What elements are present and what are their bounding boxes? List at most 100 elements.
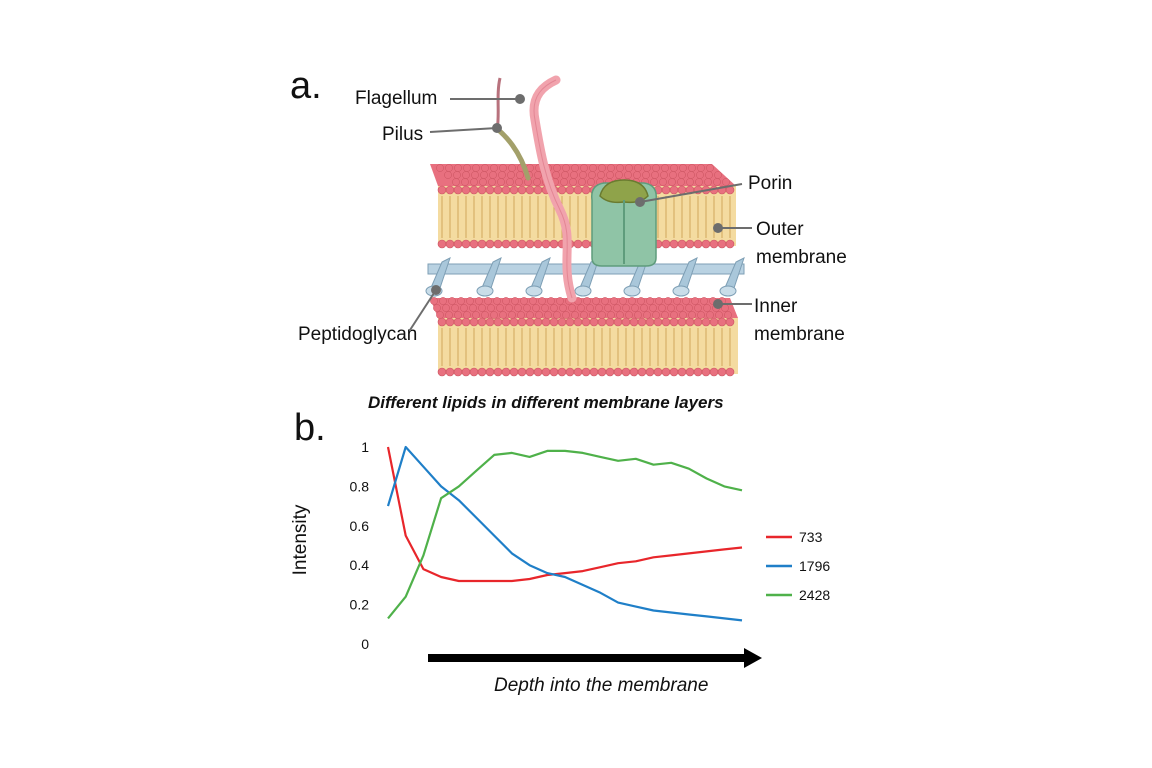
- lipid-head: [454, 311, 462, 319]
- lipid-head: [517, 185, 527, 195]
- lipid-head: [607, 164, 615, 172]
- lipid-head: [525, 367, 535, 377]
- outer-membrane: [430, 164, 736, 249]
- lipid-head: [685, 367, 695, 377]
- lipid-head: [463, 311, 471, 319]
- lipid-head: [637, 297, 645, 305]
- lipid-head: [685, 317, 695, 327]
- lipid-head: [453, 317, 463, 327]
- lipid-head: [488, 178, 496, 186]
- lipid-head: [629, 317, 639, 327]
- lipid-head: [652, 311, 660, 319]
- lipid-head: [433, 304, 441, 312]
- lipid-head: [509, 239, 519, 249]
- outer-membrane-label-line1: Outer: [756, 219, 804, 240]
- lipid-head: [625, 164, 633, 172]
- lipid-head: [493, 317, 503, 327]
- legend-label-733: 733: [799, 529, 823, 545]
- lipid-head: [515, 178, 523, 186]
- lipid-head: [667, 304, 675, 312]
- lipid-head: [475, 297, 483, 305]
- callouts: [409, 94, 752, 331]
- lipid-head: [436, 164, 444, 172]
- lipid-head: [581, 239, 591, 249]
- lipid-head: [549, 317, 559, 327]
- y-axis-label: Intensity: [290, 504, 311, 575]
- peptidoglycan-label: Peptidoglycan: [298, 324, 417, 345]
- lipid-head: [605, 367, 615, 377]
- lipid-head: [645, 367, 655, 377]
- lipid-head: [568, 304, 576, 312]
- lipid-head: [562, 164, 570, 172]
- lipid-head: [437, 367, 447, 377]
- lipid-head: [669, 317, 679, 327]
- lipid-head: [615, 171, 623, 179]
- lipid-head: [724, 311, 732, 319]
- lipid-head: [463, 164, 471, 172]
- lipid-head: [529, 297, 537, 305]
- lipid-head: [650, 178, 658, 186]
- lipid-head: [505, 304, 513, 312]
- lipid-head: [541, 317, 551, 327]
- lipid-head: [477, 317, 487, 327]
- lipid-head: [621, 317, 631, 327]
- lipid-head: [598, 311, 606, 319]
- lipid-head: [694, 304, 702, 312]
- lipid-head: [502, 297, 510, 305]
- lipid-head: [691, 297, 699, 305]
- lipid-head: [705, 171, 713, 179]
- lipid-head: [589, 311, 597, 319]
- y-tick-label: 1: [361, 439, 369, 455]
- lipid-head: [717, 317, 727, 327]
- lipid-head: [661, 185, 671, 195]
- lipid-head: [445, 164, 453, 172]
- lipid-head: [703, 304, 711, 312]
- peptidoglycan-rod-end: [525, 285, 543, 297]
- lipid-head: [661, 311, 669, 319]
- lipid-head: [580, 311, 588, 319]
- lipid-head: [461, 367, 471, 377]
- lipid-head: [679, 164, 687, 172]
- lipid-head: [444, 171, 452, 179]
- depth-arrow-shaft: [428, 654, 746, 662]
- lipid-head: [453, 367, 463, 377]
- y-tick-label: 0.6: [350, 518, 370, 534]
- lipid-head: [673, 297, 681, 305]
- lipid-head: [501, 317, 511, 327]
- lipid-head: [677, 239, 687, 249]
- lipid-head: [534, 171, 542, 179]
- lipid-head: [655, 297, 663, 305]
- lipid-head: [697, 164, 705, 172]
- lipid-head: [642, 171, 650, 179]
- lipid-head: [649, 304, 657, 312]
- lipid-head: [701, 239, 711, 249]
- lipid-head: [557, 317, 567, 327]
- lipid-head: [709, 317, 719, 327]
- lipid-head: [581, 367, 591, 377]
- peptidoglycan-callout-dot: [431, 285, 441, 295]
- lipid-head: [597, 171, 605, 179]
- inner-membrane-heads-bottom: [437, 367, 735, 377]
- lipid-head: [715, 311, 723, 319]
- lipid-head: [526, 311, 534, 319]
- lipid-head: [525, 317, 535, 327]
- lipid-head: [472, 164, 480, 172]
- lipid-head: [645, 317, 655, 327]
- lipid-head: [629, 367, 639, 377]
- lipid-head: [501, 239, 511, 249]
- lipid-head: [461, 178, 469, 186]
- lipid-head: [541, 239, 551, 249]
- lipid-head: [571, 164, 579, 172]
- lipid-head: [610, 297, 618, 305]
- lipid-head: [445, 239, 455, 249]
- lipid-head: [437, 185, 447, 195]
- lipid-head: [653, 367, 663, 377]
- lipid-head: [470, 178, 478, 186]
- peptidoglycan-callout-line: [409, 289, 437, 331]
- lipid-head: [597, 317, 607, 327]
- lipid-head: [451, 304, 459, 312]
- lipid-head: [469, 317, 479, 327]
- lipid-head: [622, 304, 630, 312]
- lipid-head: [613, 317, 623, 327]
- pilus-tip: [495, 77, 502, 131]
